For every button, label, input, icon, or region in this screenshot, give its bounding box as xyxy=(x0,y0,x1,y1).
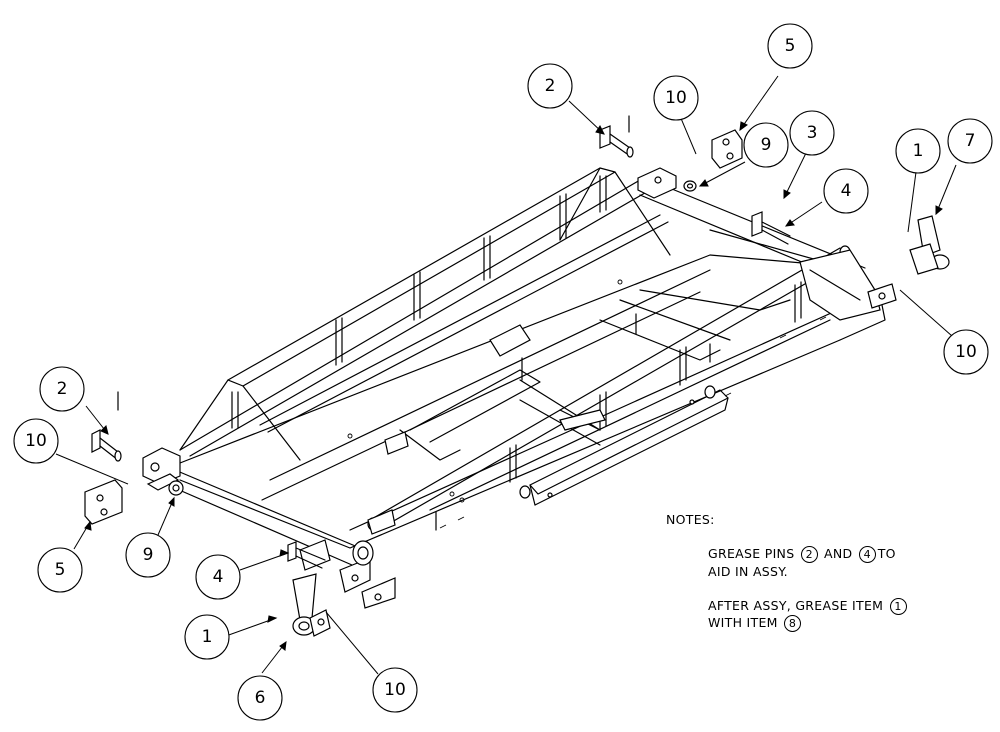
callout-c4a: 4 xyxy=(823,168,869,214)
note-2-line-2: WITH ITEM 8 xyxy=(708,615,803,632)
callout-label: 5 xyxy=(785,36,796,56)
callout-label: 10 xyxy=(384,680,406,700)
note-2-line2-pre: WITH ITEM xyxy=(708,615,778,630)
callout-c6: 6 xyxy=(237,675,283,721)
callout-c7: 7 xyxy=(947,118,993,164)
callout-label: 3 xyxy=(807,123,818,143)
callout-label: 9 xyxy=(761,135,772,155)
callout-label: 2 xyxy=(545,76,556,96)
callout-c9b: 9 xyxy=(125,532,171,578)
note-1-ref-item-2: 2 xyxy=(800,546,818,563)
callout-label: 1 xyxy=(202,627,213,647)
callout-label: 1 xyxy=(913,141,924,161)
callout-label: 10 xyxy=(955,342,977,362)
front-tube xyxy=(367,245,851,531)
brackets xyxy=(84,115,950,637)
note-1-line-2: AID IN ASSY. xyxy=(708,564,788,579)
callout-c3: 3 xyxy=(789,110,835,156)
callout-c2a: 2 xyxy=(527,63,573,109)
note-2-ref-item-8: 8 xyxy=(784,615,802,632)
callout-c2b: 2 xyxy=(39,366,85,412)
callout-c10d: 10 xyxy=(372,667,418,713)
callout-label: 10 xyxy=(25,431,47,451)
callout-c10b: 10 xyxy=(943,329,989,375)
notes-header: NOTES: xyxy=(666,512,715,527)
callout-c1a: 1 xyxy=(895,128,941,174)
callout-c5a: 5 xyxy=(767,23,813,69)
note-1-mid: AND xyxy=(824,546,853,561)
callout-label: 4 xyxy=(841,181,852,201)
side-bar xyxy=(519,385,729,506)
note-2-pre: AFTER ASSY, GREASE ITEM xyxy=(708,598,884,613)
callout-c1b: 1 xyxy=(184,614,230,660)
callout-label: 10 xyxy=(665,88,687,108)
callout-label: 9 xyxy=(143,545,154,565)
arrowheads xyxy=(84,121,943,651)
main-frame xyxy=(169,179,886,566)
note-1-pre: GREASE PINS xyxy=(708,546,795,561)
note-1-ref-item-4: 4 xyxy=(858,546,876,563)
callout-label: 2 xyxy=(57,379,68,399)
callout-c10c: 10 xyxy=(13,418,59,464)
callout-c10a: 10 xyxy=(653,75,699,121)
callout-c5b: 5 xyxy=(37,547,83,593)
callout-label: 7 xyxy=(965,131,976,151)
callout-c9a: 9 xyxy=(743,122,789,168)
upper-rack xyxy=(179,167,671,461)
note-1-post: TO xyxy=(877,546,896,561)
note-2-ref-item-1: 1 xyxy=(889,598,907,615)
callout-label: 6 xyxy=(255,688,266,708)
callout-c4b: 4 xyxy=(195,554,241,600)
callout-label: 5 xyxy=(55,560,66,580)
note-2-line-1: AFTER ASSY, GREASE ITEM 1 xyxy=(708,598,909,615)
callout-label: 4 xyxy=(213,567,224,587)
